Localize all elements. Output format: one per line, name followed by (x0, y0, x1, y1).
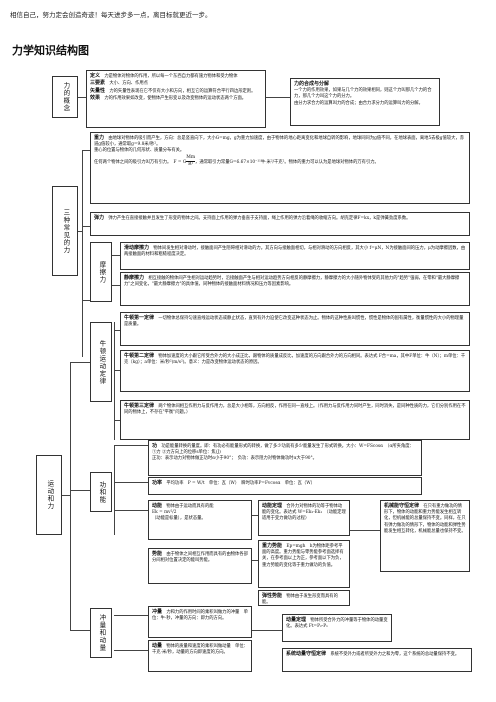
gravity-potential-box: 重力势能 Ep=mgh h为物体距参考平面的高度。重力势能与零势能参考面选择有关… (258, 540, 350, 588)
page-title: 力学知识结构图 (12, 44, 89, 57)
newton-label: 牛顿运动定律 (90, 322, 112, 402)
composition-box: 力的合成与分解 一个力的作用效果，如果与几个力的效果相同，则这个力叫那几个力的合… (290, 78, 440, 126)
newton-third-box: 牛顿第三定律 两个物体间相互作用力与反作用力，总是大小相等，方向相反，作用在同一… (120, 400, 470, 440)
elastic-potential-box: 弹性势能 物体由于发生形变而具有的能。 (258, 590, 350, 606)
momentum-theorem-box: 动量定理 物体所受合外力的冲量等于物体的动量变化。表达式 Ft=P₂-P₁ (282, 614, 392, 642)
newton-second-box: 牛顿第二定律 物体加速度的大小跟它所受合外力的大小成正比，跟物体的质量成反比，加… (120, 350, 470, 392)
static-friction-box: 静摩擦力 相互接触的物体间产生相对运动趋势时，沿接触面产生与相对运动趋势方向相反… (120, 272, 470, 306)
kinetic-theorem-box: 动能定理 合外力对物体的功等于物体动能的变化。表达式 W=Ek₂-Ek₁ （动能… (258, 500, 350, 536)
force-concept-box: 定义 力是物体对物体的作用，所以每一个东西自力都有施力物体和受力物体 三要素 大… (86, 70, 266, 128)
work-box: 功 功是能量转换的量度。即：有功必有能量形式的转换，做了多少功就有多少能量发生了… (148, 440, 422, 476)
power-box: 功率 平均功率 P = W/t 单位：瓦（W） 瞬时功率P=Fvcosα 单位：… (148, 477, 422, 495)
common-forces-label: 三种常见的力 (52, 186, 78, 276)
momentum-box: 动量 物体的质量和速度的乘积叫做动量 单位：千克·米/秒，动量的方向即速度的方向… (148, 640, 252, 672)
gravity-box: 重力 由地球对物体的吸引而产生，方向：总是竖直向下，大小G=mg，g为重力加速度… (90, 132, 470, 204)
force-concept-label: 力的概念 (52, 76, 78, 118)
momentum-label: 冲量和动量 (90, 608, 112, 658)
potential-energy-box: 势能 由于物体之间相互作用而具有的由物体各部分间相对位置决定的能叫势能。 (148, 548, 252, 584)
friction-label: 摩擦力 (90, 242, 112, 302)
impulse-box: 冲量 力和力的作用时间的乘积叫做力的冲量 单位：牛·秒，冲量的方向：即力的方向。 (148, 606, 252, 638)
header-motto: 相信自己，努力定会创造奇迹！每天进步多一点，离目标就更近一步。 (10, 11, 212, 19)
energy-label: 功和能 (90, 472, 112, 512)
momentum-conservation-box: 系统动量守恒定律 系统不受外力或者所受外力之和为零，这个系统的总动量保持不变。 (282, 648, 472, 672)
motion-force-label: 运动和力 (36, 455, 62, 535)
sliding-friction-box: 滑动摩擦力 物体间发生相对滑动时，接触面间产生阻碍相对滑动的力。其方向与接触面相… (120, 242, 470, 270)
newton-first-box: 牛顿第一定律 一切物体总保持匀速直线运动状态或静止状态，直到有外力迫使它改变这种… (120, 312, 470, 346)
kinetic-energy-box: 动能 物体由于运动而具有的能 Ek = mv²/2 （动能是标量），是状态量。 (148, 500, 252, 540)
mechanical-conservation-box: 机械能守恒定律 在只有重力做功的情形下，物体的动能和重力势能发生相互转化，但机械… (380, 500, 470, 572)
elastic-box: 弹力 弹力产生在直接接触并且发生了形变的物体之间。支持面上作用的弹力垂直于支持面… (90, 212, 470, 236)
